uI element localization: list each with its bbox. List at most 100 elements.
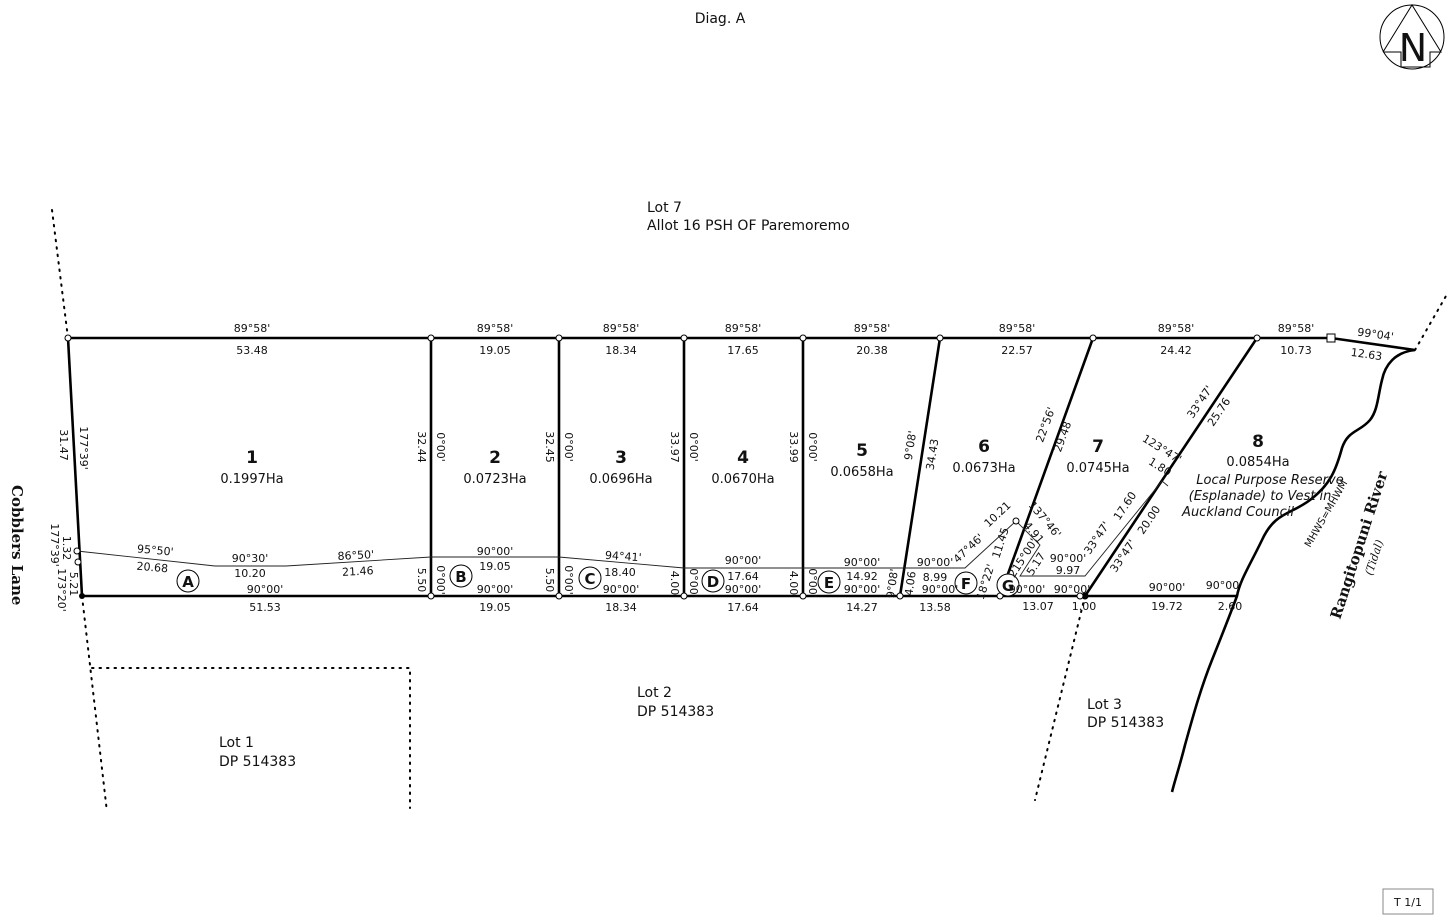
dimension-label: 10.20 — [234, 567, 266, 580]
easement-b: B — [449, 564, 473, 588]
dimension-label: N — [1399, 26, 1427, 70]
road-name: Cobblers Lane — [8, 485, 26, 605]
dimension-label: 1.00 — [1072, 600, 1097, 613]
dimension-label: 53.48 — [236, 344, 268, 357]
dimension-label: 0°00' — [687, 568, 700, 598]
dimension-label: 5.50 — [415, 568, 428, 593]
dimension-label: T 1/1 — [1393, 896, 1422, 909]
dimension-label: 90°00' — [1009, 583, 1046, 596]
dimension-label: 22.57 — [1001, 344, 1033, 357]
sheet-label: T 1/1 — [1382, 888, 1434, 915]
dimension-label: 31.47 — [57, 429, 70, 461]
dimension-label: Lot 1 — [219, 735, 254, 751]
dimension-label: 90°00' — [844, 583, 881, 596]
dimension-label: 1 — [246, 448, 258, 468]
dimension-label: 9°08' — [902, 430, 919, 461]
dimension-label: 18.34 — [605, 601, 637, 614]
dimension-label: 90°00' — [844, 556, 881, 569]
dimension-label: 0.0658Ha — [830, 465, 893, 480]
dimension-label: 89°58' — [1158, 322, 1195, 335]
dimension-label: 13.58 — [919, 601, 951, 614]
dimension-label: 17.64 — [727, 570, 759, 583]
dimension-label: 20.38 — [856, 344, 888, 357]
dimension-label: D — [707, 573, 719, 591]
easement-g: G — [996, 573, 1020, 597]
dimension-label: 20.00 — [1135, 503, 1163, 536]
dimension-label: 17.64 — [727, 601, 759, 614]
dimension-label: 0°00' — [562, 432, 575, 462]
easement-c: C — [578, 566, 602, 590]
dimension-label: 1.32 — [60, 536, 73, 561]
dimension-label: 6 — [978, 437, 990, 457]
dimension-label: 99°04' — [1356, 326, 1394, 344]
dimension-label: 5.50 — [543, 568, 556, 593]
dimension-label: DP 514383 — [1087, 715, 1164, 731]
dimension-label: 11.45 — [990, 526, 1012, 560]
easement-f: F — [954, 571, 978, 595]
dimension-label: 5 — [856, 441, 868, 461]
dimension-label: 17.65 — [727, 344, 759, 357]
dimension-label: 90°00' — [603, 583, 640, 596]
top-dimensions: 89°58'53.48 89°58'19.05 89°58'18.34 89°5… — [234, 322, 1395, 363]
dimension-label: 90°00' — [725, 583, 762, 596]
dimension-label: 20.68 — [136, 560, 169, 576]
dimension-label: 89°58' — [854, 322, 891, 335]
dimension-label: 0.0673Ha — [952, 461, 1015, 476]
dimension-label: 89°58' — [603, 322, 640, 335]
dimension-label: Local Purpose Reserve — [1196, 473, 1343, 488]
bottom-dimensions: 90°00'51.53 90°00'19.05 90°00'18.34 90°0… — [247, 579, 1243, 614]
dimension-label: 33.99 — [787, 431, 800, 463]
dimension-label: 90°00' — [477, 583, 514, 596]
dimension-label: 3 — [615, 448, 627, 468]
lot-labels: 10.1997Ha 20.0723Ha 30.0696Ha 40.0670Ha … — [220, 432, 1343, 520]
dimension-label: Lot 3 — [1087, 697, 1122, 713]
dimension-label: 0°00' — [562, 565, 575, 595]
dimension-label: 33.97 — [668, 431, 681, 463]
dimension-label: 32.45 — [543, 431, 556, 463]
dimension-label: 18.34 — [605, 344, 637, 357]
dimension-label: 89°58' — [1278, 322, 1315, 335]
dimension-label: 177°39' — [48, 523, 61, 567]
dimension-label: B — [455, 568, 466, 586]
dimension-label: 7 — [1092, 437, 1104, 457]
dimension-label: 95°50' — [137, 542, 175, 558]
easement-e: E — [817, 570, 841, 594]
dimension-label: 34.43 — [924, 438, 942, 471]
dimension-label: Auckland Council — [1181, 505, 1294, 520]
dimension-label: 177°39' — [77, 426, 90, 470]
dimension-label: 173°20' — [55, 568, 68, 612]
dimension-label: 0°00' — [687, 432, 700, 462]
dimension-label: 5.21 — [67, 572, 80, 597]
dimension-label: 90°00' — [247, 583, 284, 596]
dimension-label: 0.0854Ha — [1226, 455, 1289, 470]
dimension-label: 90°00' — [1149, 581, 1186, 594]
dimension-label: 0.1997Ha — [220, 472, 283, 487]
dimension-label: 89°58' — [999, 322, 1036, 335]
dimension-label: C — [584, 570, 595, 588]
dimension-label: 90°00' — [477, 545, 514, 558]
dimension-label: 19.72 — [1151, 600, 1183, 613]
dimension-label: 89°58' — [234, 322, 271, 335]
dimension-label: E — [824, 574, 834, 592]
adjoining-boundaries — [51, 209, 1447, 813]
north-arrow-icon: N — [1379, 4, 1445, 70]
dimension-label: DP 514383 — [637, 704, 714, 720]
dimension-label: 18.40 — [604, 566, 636, 579]
dimension-label: 0°00' — [434, 432, 447, 462]
dimension-label: 0°00' — [806, 432, 819, 462]
dimension-label: 51.53 — [249, 601, 281, 614]
dimension-label: 29.48 — [1051, 420, 1074, 454]
easement-markers: A B C D E F G — [176, 564, 1020, 597]
dimension-label: 90°00' — [1050, 552, 1087, 565]
dimension-label: 90°00' — [1206, 579, 1243, 592]
dimension-label: 10.21 — [982, 499, 1014, 530]
survey-marks — [64, 333, 1336, 600]
dimension-label: 0.0745Ha — [1066, 461, 1129, 476]
dimension-label: 14.92 — [846, 570, 878, 583]
dimension-label: 9°08' — [884, 568, 901, 599]
dimension-label: 13.07 — [1022, 600, 1054, 613]
dimension-label: Lot 7 — [647, 200, 682, 216]
dimension-label: 4.06 — [902, 570, 918, 596]
dimension-label: F — [961, 575, 971, 593]
